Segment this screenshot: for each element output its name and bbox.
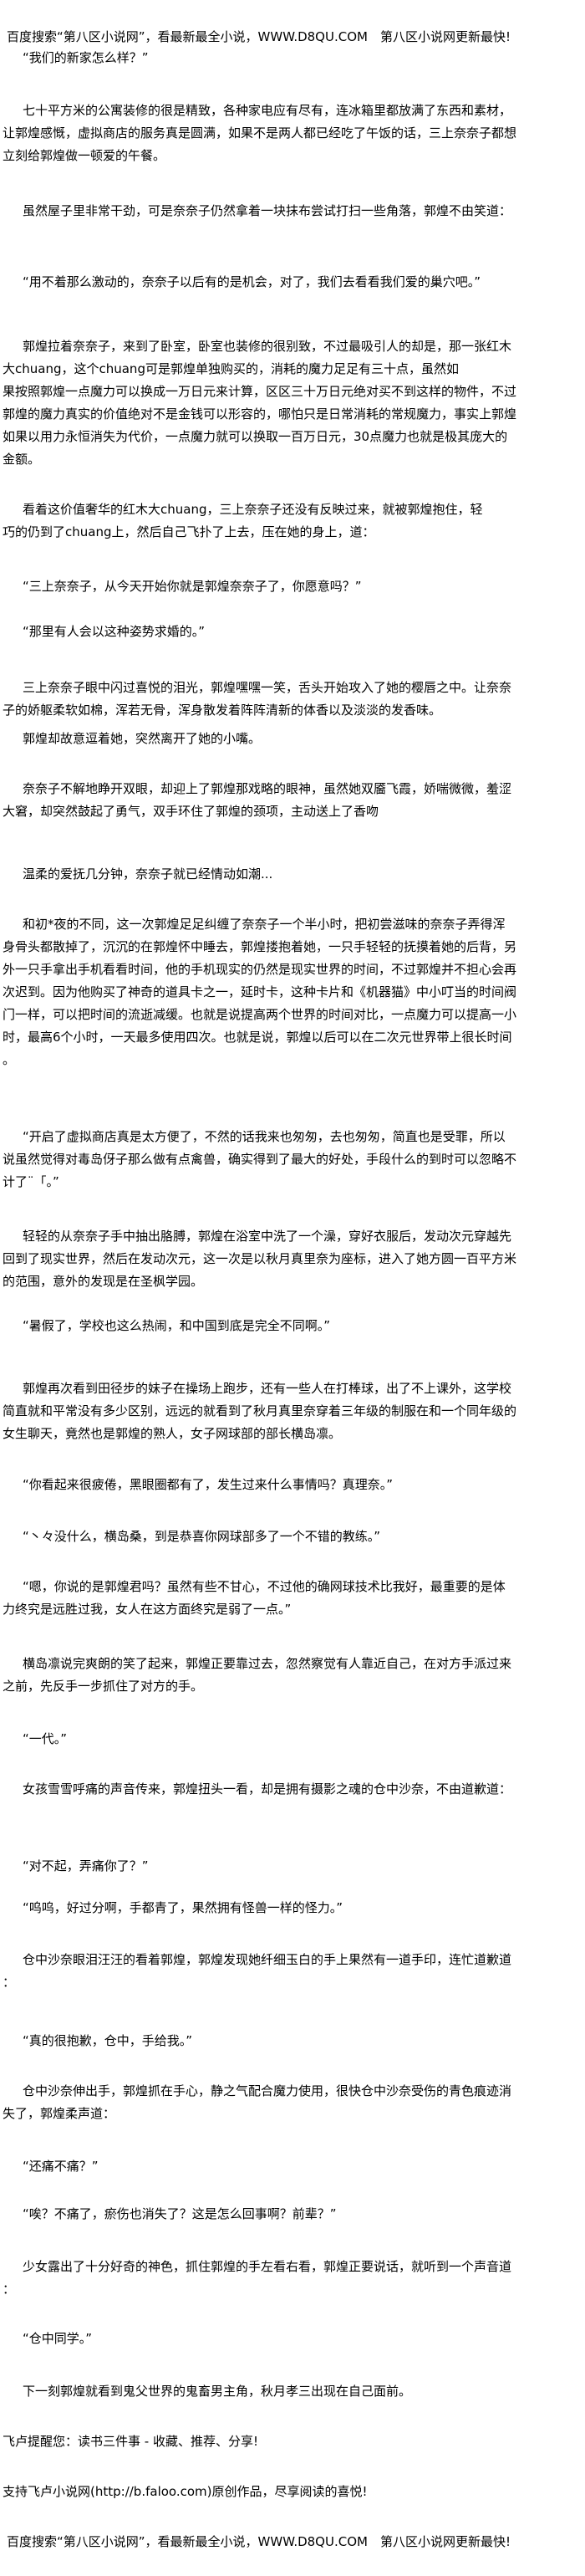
story-paragraph: “暑假了，学校也这么热闹，和中国到底是完全不同啊。” [23,1318,331,1333]
story-paragraph: 少女露出了十分好奇的神色，抓住郭煌的手左看右看，郭煌正要说话，就听到一个声音道 … [3,2259,512,2297]
story-paragraph: “真的很抱歉，仓中，手给我。” [23,2033,193,2048]
story-paragraph: 奈奈子不解地睁开双眼，却迎上了郭煌那戏略的眼神，虽然她双靥飞霞，娇喘微微，羞涩 … [3,781,512,819]
story-paragraph: “丶々没什么，横岛桑，到是恭喜你网球部多了一个不错的教练。” [23,1529,381,1544]
story-paragraph: 郭煌拉着奈奈子，来到了卧室，卧室也装修的很别致，不过最吸引人的却是，那一张红木 … [3,339,517,467]
story-paragraph: “开启了虚拟商店真是太方便了，不然的话我来也匆匆，去也匆匆，简直也是受罪，所以 … [3,1129,517,1189]
story-paragraph: “你看起来很疲倦，黑眼圈都有了，发生过来什么事情吗？真理奈。” [23,1477,394,1492]
story-paragraph: “我们的新家怎么样？” [23,50,149,65]
story-paragraph: “唉？不痛了，瘀伤也消失了？这是怎么回事啊？前辈？” [23,2206,337,2221]
story-paragraph: 郭煌却故意逗着她，突然离开了她的小嘴。 [23,731,262,746]
story-paragraph: 下一刻郭煌就看到鬼父世界的鬼畜男主角，秋月孝三出现在自己面前。 [23,2384,412,2399]
story-paragraph: “仓中同学。” [23,2331,93,2346]
story-paragraph: “对不起，弄痛你了？” [23,1858,149,1873]
story-paragraph: 仓中沙奈眼泪汪汪的看着郭煌，郭煌发现她纤细玉白的手上果然有一道手印，连忙道歉道 … [3,1952,512,1990]
story-paragraph: “那里有人会以这种姿势求婚的。” [23,624,206,639]
header-banner: 百度搜索“第八区小说网”，看最新最全小说，WWW.D8QU.COM 第八区小说网… [7,29,511,44]
story-paragraph: 温柔的爱抚几分钟，奈奈子就已经情动如潮... [23,866,273,882]
story-paragraph: 七十平方米的公寓装修的很是精致，各种家电应有尽有，连冰箱里都放满了东西和素材， … [3,103,517,163]
story-paragraph: 三上奈奈子眼中闪过喜悦的泪光，郭煌嘿嘿一笑，舌头开始攻入了她的樱唇之中。让奈奈 … [3,680,512,718]
story-paragraph: “嗯，你说的是郭煌君吗？虽然有些不甘心，不过他的确网球技术比我好，最重要的是体 … [3,1579,506,1617]
story-paragraph: 郭煌再次看到田径步的妹子在操场上跑步，还有一些人在打棒球，出了不上课外，这学校 … [3,1381,517,1441]
story-paragraph: 看着这价值奢华的红木大chuang，三上奈奈子还没有反映过来，就被郭煌抱住，轻 … [3,502,483,539]
footer-support: 支持飞卢小说网(http://b.faloo.com)原创作品，尽享阅读的喜悦! [3,2484,368,2499]
footer-banner: 百度搜索“第八区小说网”，看最新最全小说，WWW.D8QU.COM 第八区小说网… [7,2534,511,2549]
story-paragraph: “还痛不痛？” [23,2159,99,2174]
story-paragraph: 虽然屋子里非常干劲，可是奈奈子仍然拿着一块抹布尝试打扫一些角落，郭煌不由笑道： [23,203,512,218]
story-paragraph: “呜呜，好过分啊，手都青了，果然拥有怪兽一样的怪力。” [23,1900,343,1915]
story-paragraph: 横岛凛说完爽朗的笑了起来，郭煌正要靠过去，忽然察觉有人靠近自己，在对方手派过来 … [3,1656,512,1694]
story-paragraph: “三上奈奈子，从今天开始你就是郭煌奈奈子了，你愿意吗？” [23,579,362,594]
story-paragraph: 仓中沙奈伸出手，郭煌抓在手心，静之气配合魔力使用，很快仓中沙奈受伤的青色痕迹消 … [3,2083,512,2121]
footer-reminder: 飞卢提醒您：读书三件事 - 收藏、推荐、分享! [3,2434,258,2449]
story-paragraph: 和初*夜的不同，这一次郭煌足足纠缠了奈奈子一个半小时，把初尝滋味的奈奈子弄得浑 … [3,917,517,1067]
story-paragraph: “一代。” [23,1731,68,1746]
story-paragraph: 女孩雪雪呼痛的声音传来，郭煌扭头一看，却是拥有摄影之魂的仓中沙奈，不由道歉道： [23,1781,512,1797]
story-paragraph: 轻轻的从奈奈子手中抽出胳膊，郭煌在浴室中洗了一个澡，穿好衣服后，发动次元穿越先 … [3,1229,517,1289]
story-paragraph: “用不着那么激动的，奈奈子以后有的是机会，对了，我们去看看我们爱的巢穴吧。” [23,274,481,289]
